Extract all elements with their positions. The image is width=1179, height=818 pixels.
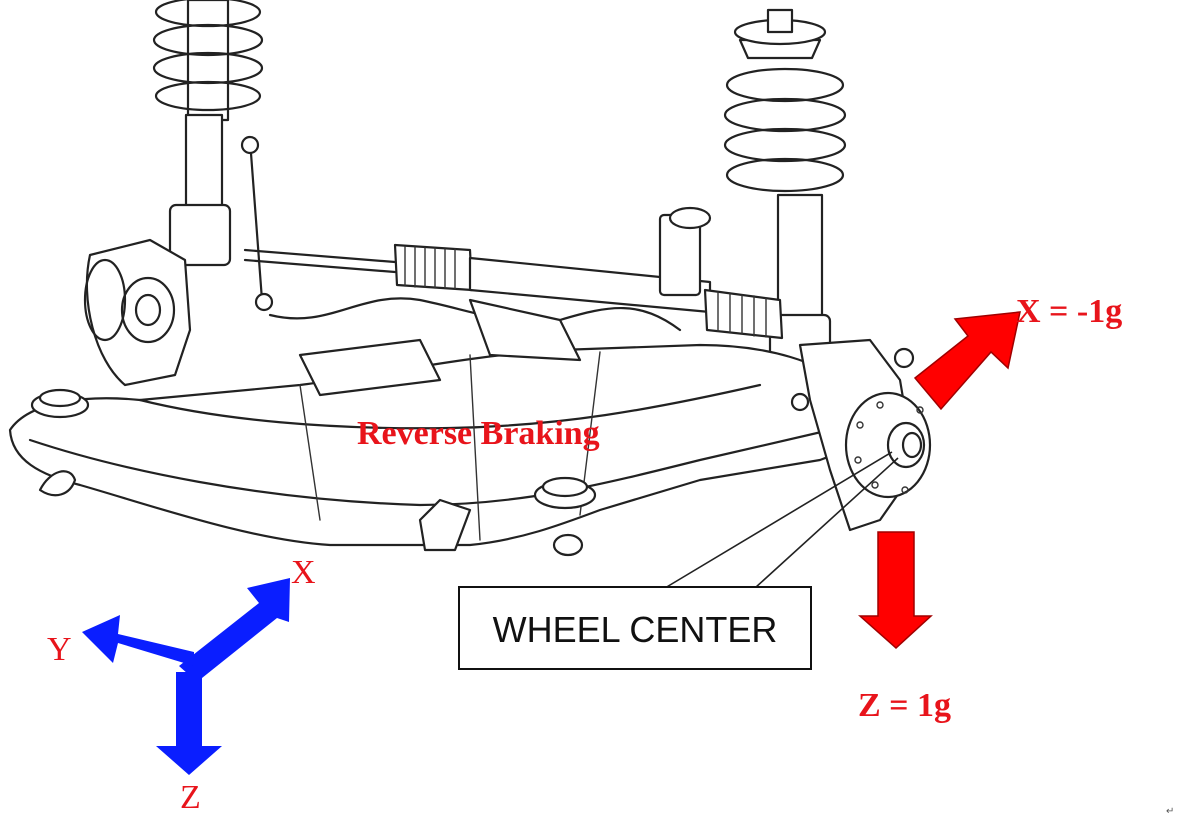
left-stabilizer-link: [240, 135, 274, 312]
force-x-arrow: [913, 311, 1021, 411]
force-z-label: Z = 1g: [858, 687, 951, 724]
return-mark-icon: ↵: [1166, 806, 1174, 817]
axis-x-arrow: [179, 578, 290, 682]
axis-triad: [82, 578, 290, 775]
force-x-label: X = -1g: [1016, 293, 1122, 330]
right-wheel-hub: [844, 391, 932, 499]
axis-z-label: Z: [180, 779, 201, 816]
subframe-mount-left: [30, 388, 90, 419]
steering-rack: [243, 206, 784, 340]
left-coil-spring: [152, 0, 264, 267]
force-z-arrow: [858, 531, 933, 650]
left-knuckle: [83, 238, 192, 387]
wheel-center-callout: WHEEL CENTER: [458, 586, 812, 670]
subframe: [8, 298, 855, 552]
axis-y-arrow: [82, 615, 194, 666]
subframe-mount-bottom: [552, 533, 584, 557]
subframe-mount-center: [533, 476, 597, 510]
suspension-drawing: [8, 0, 932, 557]
callout-leader: [664, 451, 899, 589]
reverse-braking-label: Reverse Braking: [357, 415, 600, 452]
wheel-center-label: WHEEL CENTER: [493, 609, 778, 650]
axis-x-label: X: [291, 554, 316, 591]
axis-y-label: Y: [47, 631, 72, 668]
axis-z-arrow: [156, 672, 222, 775]
